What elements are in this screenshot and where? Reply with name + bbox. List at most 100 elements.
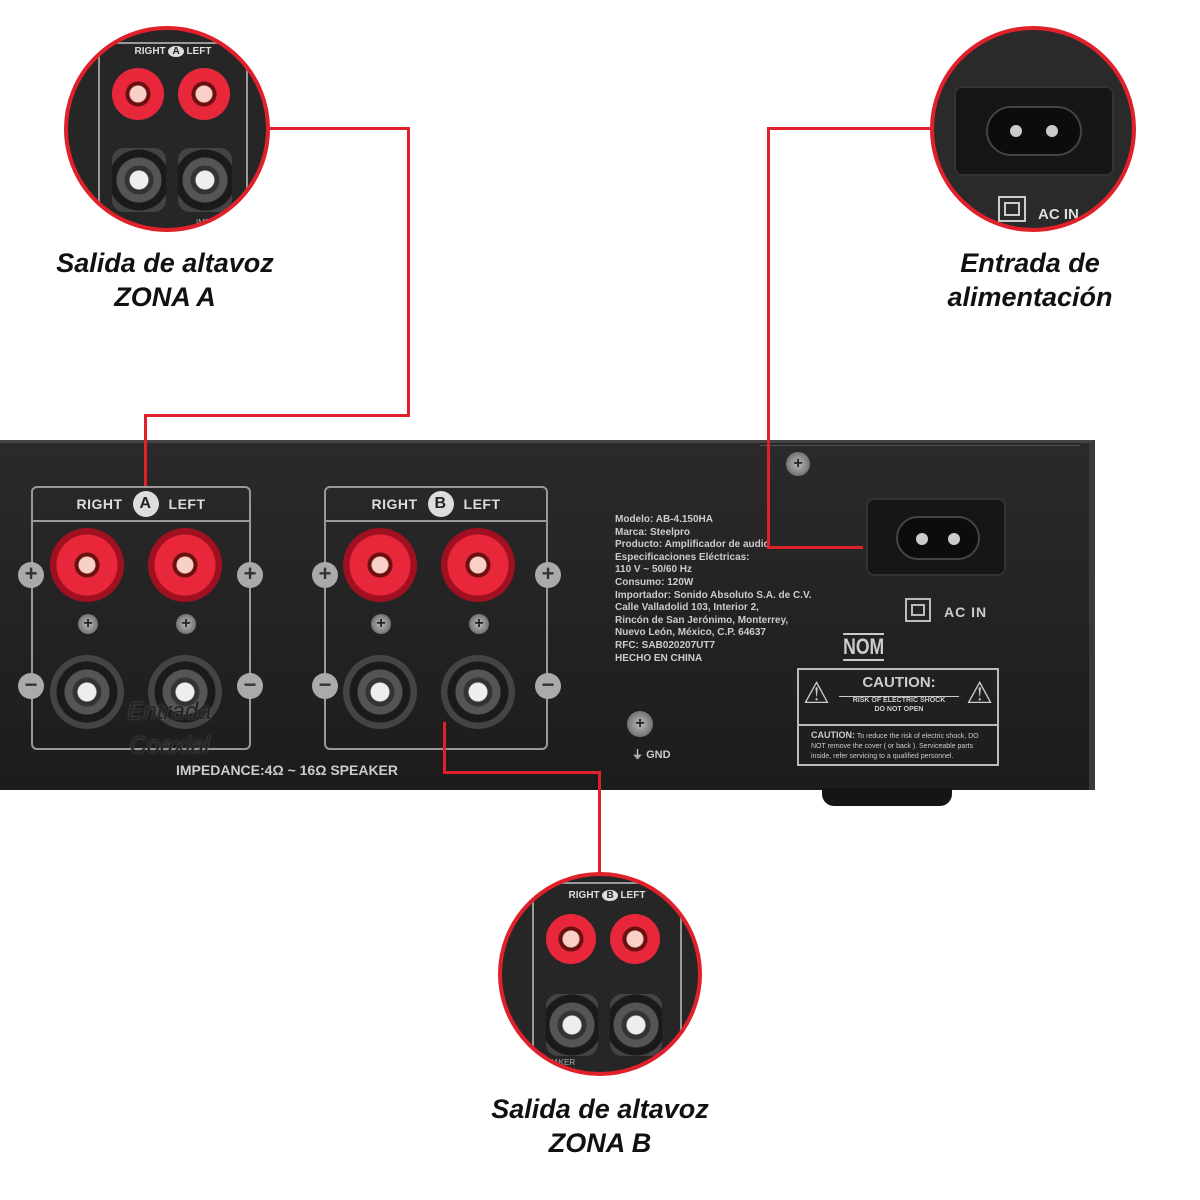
caption-line: Salida de altavoz (56, 248, 274, 278)
caution-label: ⚠ ⚠ CAUTION: RISK OF ELECTRIC SHOCK DO N… (797, 668, 999, 766)
left-label: LEFT (186, 46, 212, 57)
zone-badge: A (132, 491, 159, 517)
zoom-circle-zone-b: RIGHT B LEFT EAKER (498, 872, 702, 1076)
double-insulation-icon (998, 196, 1026, 222)
zoom-circle-power: AC IN (930, 26, 1136, 232)
leader-line-a (266, 127, 410, 130)
lightning-warning-icon: ⚠ (803, 677, 830, 710)
minus-icon: − (535, 673, 561, 699)
red-terminal (112, 68, 164, 120)
spec-line: Calle Valladolid 103, Interior 2, (615, 602, 759, 614)
zone-badge: B (602, 890, 618, 901)
black-terminal (546, 994, 598, 1056)
spec-line: HECHO EN CHINA (615, 652, 703, 664)
zone-badge: A (168, 46, 184, 57)
right-label: RIGHT (371, 496, 418, 512)
plus-icon: + (237, 562, 263, 588)
caption-line: ZONA B (548, 1128, 652, 1158)
leader-line-a (144, 414, 410, 417)
exclamation-warning-icon: ⚠ (966, 677, 993, 710)
caption-power: Entrada de alimentación (890, 246, 1170, 314)
red-terminal (610, 914, 660, 964)
zone-badge: B (427, 491, 454, 517)
panel-lip (760, 445, 1080, 451)
left-label: LEFT (463, 496, 501, 512)
overlay-line: Coaxial (129, 732, 210, 759)
red-terminal (50, 528, 124, 602)
ac-inlet[interactable] (866, 498, 1006, 576)
minus-icon: − (18, 673, 44, 699)
black-terminal (610, 994, 662, 1056)
black-terminal (112, 148, 166, 212)
red-terminal (178, 68, 230, 120)
screw-icon: + (176, 614, 196, 634)
spec-line: Nuevo León, México, C.P. 64637 (615, 627, 766, 639)
spec-line: Producto: Amplificador de audio (615, 539, 770, 551)
plus-icon: + (18, 562, 44, 588)
ac-in-label: AC IN (1038, 206, 1079, 223)
caution-body: To reduce the risk of electric shock, DO… (811, 733, 979, 760)
black-terminal (343, 655, 417, 729)
leader-line-b (443, 771, 601, 774)
spec-line: Marca: Steelpro (615, 526, 691, 538)
impedance-label: IMPEDANCE:4Ω ~ 16Ω SPEAKER (176, 762, 399, 778)
spec-line: Consumo: 120W (615, 576, 694, 588)
ground-icon: ⏚ (632, 749, 643, 761)
black-terminal (178, 148, 232, 212)
red-terminal (546, 914, 596, 964)
black-terminal (148, 655, 222, 729)
impedance-fragment: IMPE (196, 218, 216, 227)
right-label: RIGHT (134, 46, 166, 57)
left-label: LEFT (168, 496, 206, 512)
ground-screw: + (627, 711, 653, 737)
speaker-block-b: RIGHT B LEFT (324, 486, 548, 750)
screw-icon: + (78, 614, 98, 634)
zoom-circle-zone-a: RIGHT A LEFT IMPE (64, 26, 270, 232)
caption-line: Salida de altavoz (491, 1094, 709, 1124)
right-label: RIGHT (76, 496, 123, 512)
spec-line: Especificaciones Eléctricas: (615, 551, 750, 563)
leader-line-a (144, 414, 147, 486)
speaker-block-a: RIGHT A LEFT (31, 486, 251, 750)
ac-in-label: AC IN (944, 604, 988, 620)
caution-body-title: CAUTION: (811, 730, 855, 740)
leader-line-b (443, 722, 446, 774)
caption-line: Entrada de (960, 248, 1100, 278)
spec-line: RFC: SAB020207UT7 (615, 639, 716, 651)
spec-line: Rincón de San Jerónimo, Monterrey, (615, 614, 789, 626)
black-terminal (50, 655, 124, 729)
caption-line: ZONA A (114, 282, 216, 312)
plus-icon: + (535, 562, 561, 588)
black-terminal (441, 655, 515, 729)
gnd-text: GND (646, 749, 671, 761)
caution-sub: DO NOT OPEN (874, 706, 924, 713)
screw-icon: + (371, 614, 391, 634)
screw-icon: + (786, 452, 810, 476)
caution-sub: RISK OF ELECTRIC SHOCK (839, 696, 959, 704)
spec-line: Modelo: AB-4.150HA (615, 514, 713, 525)
leader-line-power (767, 127, 770, 549)
red-terminal (148, 528, 222, 602)
red-terminal (343, 528, 417, 602)
leader-line-b (598, 771, 601, 873)
minus-icon: − (312, 673, 338, 699)
minus-icon: − (237, 673, 263, 699)
plus-icon: + (312, 562, 338, 588)
nom-logo: NOM (843, 633, 885, 661)
leader-line-a (407, 127, 410, 417)
overlay-line: Entrada (127, 698, 212, 725)
red-terminal (441, 528, 515, 602)
right-label: RIGHT (568, 890, 600, 901)
caution-title: CAUTION: (862, 674, 936, 691)
left-label: LEFT (620, 890, 646, 901)
leader-line-power (767, 127, 933, 130)
amplifier-foot (822, 788, 952, 806)
spec-line: Importador: Sonido Absoluto S.A. de C.V. (615, 589, 812, 601)
caption-line: alimentación (947, 282, 1113, 312)
leader-line-power (767, 546, 863, 549)
spec-line: 110 V ~ 50/60 Hz (615, 564, 693, 576)
